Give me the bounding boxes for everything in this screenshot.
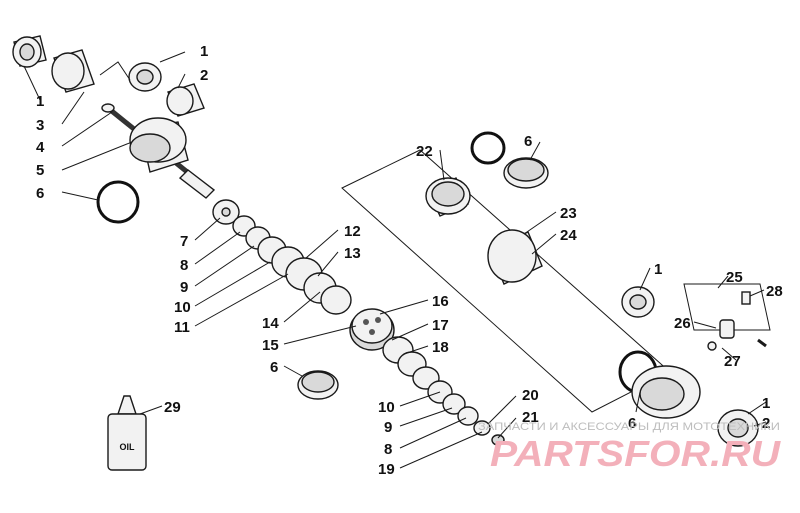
- sleeve-3: [51, 49, 95, 93]
- callout-6: 6: [36, 185, 44, 202]
- screw-28: [741, 291, 751, 305]
- callout-5: 5: [36, 162, 44, 179]
- bushing-top-left: [12, 35, 47, 68]
- callout-labels: 1 2 1 3 4 5 6 7 8 9 10 11 12 13 14 15 16…: [36, 43, 783, 478]
- callout-16: 16: [432, 293, 449, 310]
- callout-10: 10: [174, 299, 191, 316]
- callout-11: 11: [174, 319, 190, 336]
- reservoir-body: [631, 365, 701, 419]
- callout-21: 21: [522, 409, 539, 426]
- oil-bottle-label: OIL: [120, 442, 136, 452]
- callout-14: 14: [262, 315, 279, 332]
- callout-1: 1: [654, 261, 662, 278]
- o-ring-6-left: [96, 180, 140, 224]
- callout-25: 25: [726, 269, 743, 286]
- callout-27: 27: [724, 353, 741, 370]
- pin-27: [757, 338, 767, 348]
- callout-20: 20: [522, 387, 539, 404]
- callout-1: 1: [36, 93, 44, 110]
- callout-15: 15: [262, 337, 279, 354]
- piston-15: [349, 308, 395, 351]
- callout-13: 13: [344, 245, 361, 262]
- spacer-2-top: [166, 83, 205, 117]
- watermark-logo: PARTSFOR.RU: [490, 433, 781, 474]
- watermark: ЗАПЧАСТИ И АКСЕССУАРЫ ДЛЯ МОТОТЕХНИКИ PA…: [478, 421, 781, 474]
- callout-6: 6: [628, 415, 636, 432]
- callout-2: 2: [762, 415, 770, 432]
- end-cap-bushing: [717, 409, 759, 447]
- bushing-top-right: [128, 62, 162, 92]
- callout-4: 4: [36, 139, 45, 156]
- callout-1: 1: [200, 43, 208, 60]
- callout-2: 2: [200, 67, 208, 84]
- callout-22: 22: [416, 143, 433, 160]
- callout-24: 24: [560, 227, 577, 244]
- callout-26: 26: [674, 315, 691, 332]
- oil-bottle-29: OIL: [107, 395, 147, 471]
- callout-6: 6: [270, 359, 278, 376]
- callout-23: 23: [560, 205, 577, 222]
- band-6-top: [503, 157, 549, 189]
- callout-9: 9: [180, 279, 188, 296]
- o-ring-top: [470, 131, 506, 165]
- watermark-tagline: ЗАПЧАСТИ И АКСЕССУАРЫ ДЛЯ МОТОТЕХНИКИ: [478, 421, 780, 433]
- shim-stack-upper: [212, 199, 352, 315]
- callout-12: 12: [344, 223, 361, 240]
- band-6-center: [297, 370, 339, 400]
- callout-17: 17: [432, 317, 449, 334]
- leader-lines: [23, 51, 767, 469]
- cap-22: [425, 177, 471, 217]
- callout-19: 19: [378, 461, 395, 478]
- callout-18: 18: [432, 339, 449, 356]
- callout-28: 28: [766, 283, 783, 300]
- callout-29: 29: [164, 399, 181, 416]
- callout-3: 3: [36, 117, 44, 134]
- callout-8: 8: [384, 441, 392, 458]
- bushing-1-right: [621, 286, 655, 318]
- callout-8: 8: [180, 257, 188, 274]
- callout-9: 9: [384, 419, 392, 436]
- callout-1: 1: [762, 395, 770, 412]
- callout-6: 6: [524, 133, 532, 150]
- shaft-assembly: [101, 103, 216, 199]
- sleeve-23: [487, 229, 543, 285]
- valve-26: [707, 319, 735, 351]
- callout-7: 7: [180, 233, 188, 250]
- callout-10: 10: [378, 399, 395, 416]
- shim-stack-lower: [382, 336, 505, 446]
